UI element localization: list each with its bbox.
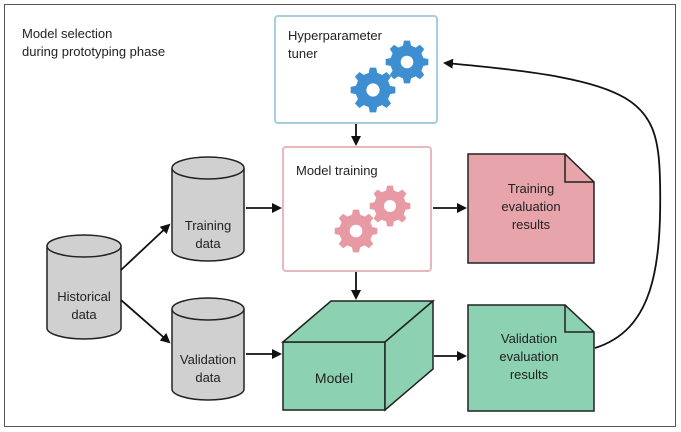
training-data-cylinder: Training data: [171, 156, 245, 262]
validation-results-line-1: Validation: [501, 331, 557, 346]
validation-results-line-3: results: [510, 367, 549, 382]
model-training-box: Model training: [282, 146, 432, 272]
training-results-line-2: evaluation: [501, 199, 560, 214]
training-results-line-1: Training: [508, 181, 554, 196]
historical-data-line-1: Historical: [57, 289, 111, 304]
hyperparameter-tuner-label-2: tuner: [288, 46, 318, 61]
caption-line-2: during prototyping phase: [22, 44, 165, 59]
training-data-line-1: Training: [185, 218, 231, 233]
diagram-frame: [4, 4, 676, 427]
caption-line-1: Model selection: [22, 26, 112, 41]
validation-results-doc: Validation evaluation results: [467, 304, 595, 412]
gear-hole: [349, 224, 363, 238]
model-training-label: Model training: [296, 163, 378, 178]
arrow-feedback-to-tuner: [443, 58, 662, 349]
gear-hole: [400, 55, 414, 69]
gears-icon: [369, 185, 411, 227]
training-data-line-2: data: [195, 236, 221, 251]
gear-hole: [366, 83, 380, 97]
model-box: Model: [280, 299, 436, 412]
historical-data-line-2: data: [71, 307, 97, 322]
validation-data-cylinder: Validation data: [171, 297, 245, 401]
validation-data-line-1: Validation: [180, 352, 236, 367]
historical-data-cylinder: Historical data: [46, 234, 122, 340]
validation-results-line-2: evaluation: [499, 349, 558, 364]
hyperparameter-tuner-label-1: Hyperparameter: [288, 28, 383, 43]
gears-icon: [334, 209, 378, 253]
training-results-doc: Training evaluation results: [467, 153, 595, 264]
arrow-historical-to-trainingdata: [120, 223, 171, 271]
model-label: Model: [315, 370, 353, 386]
hyperparameter-tuner-box: Hyperparameter tuner: [274, 15, 438, 124]
gears-icon: [385, 40, 429, 84]
validation-data-line-2: data: [195, 370, 221, 385]
arrow-historical-to-validationdata: [120, 299, 171, 344]
gear-hole: [384, 200, 396, 212]
training-results-line-3: results: [512, 217, 551, 232]
gears-icon: [350, 67, 396, 113]
